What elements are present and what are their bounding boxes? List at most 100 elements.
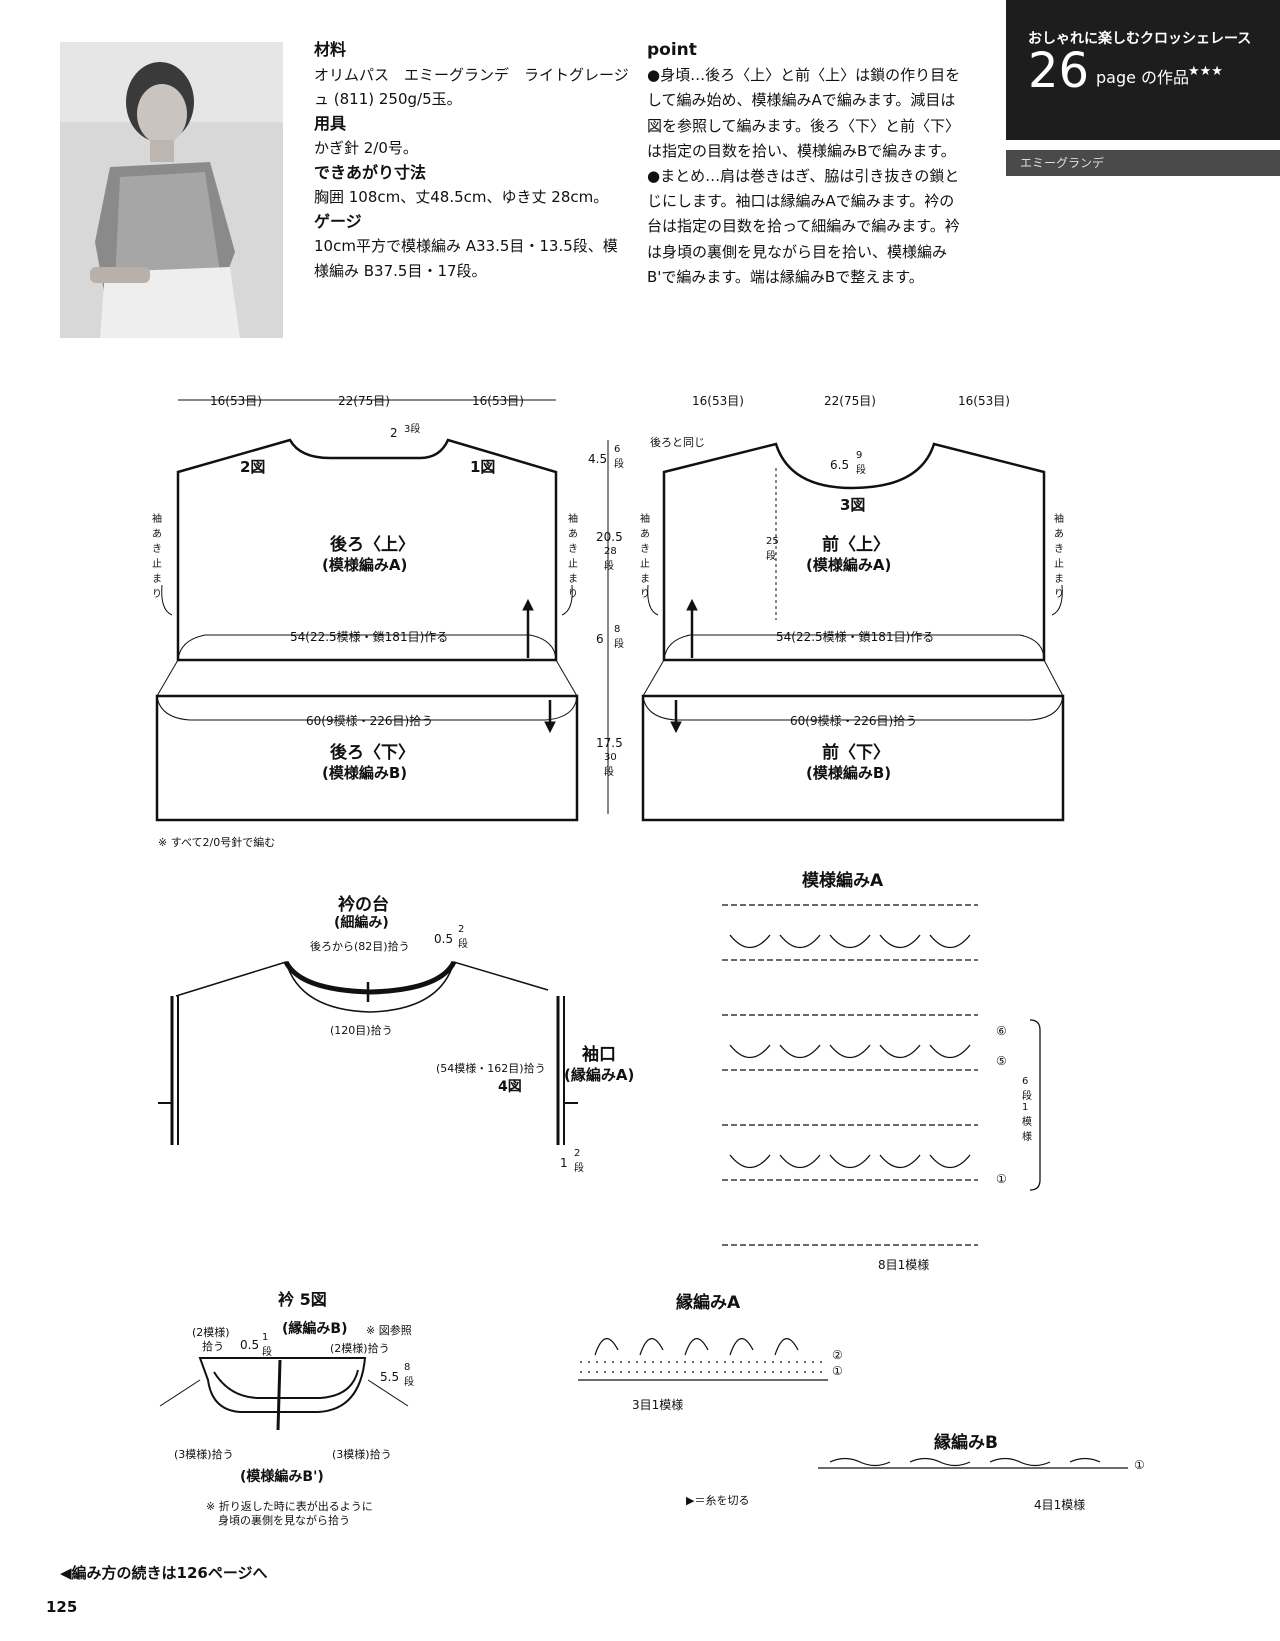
back-arrows <box>526 602 552 728</box>
cuff-fig: 4図 <box>498 1079 522 1095</box>
front-lower-subtitle: (模様編みB) <box>806 764 892 782</box>
front-neck-rows: 9段 <box>856 450 866 476</box>
collar-title: 衿 5図 <box>278 1290 327 1309</box>
collar-l4-rows: 8段 <box>404 1362 414 1388</box>
cuff-subtitle: (縁編みA) <box>564 1066 635 1084</box>
pattern-a-row6: ⑥ <box>996 1024 1007 1038</box>
series-title: おしゃれに楽しむクロッシェレース <box>1028 31 1252 47</box>
dim-2-rows: 28段 <box>604 546 617 572</box>
page-number: 125 <box>46 1598 78 1616</box>
materials-block: 材料 オリムパス エミーグランデ ライトグレージュ (811) 250g/5玉。… <box>314 38 629 283</box>
pattern-a-title: 模様編みA <box>802 871 884 891</box>
back-start: 54(22.5模様・鎖181目)作る <box>290 630 449 644</box>
collar-ref: ※ 図参照 <box>366 1324 412 1337</box>
gauge-title: ゲージ <box>314 211 362 231</box>
point-block: point ●身頃…後ろ〈上〉と前〈上〉は鎖の作り目をして編み始め、模様編みAで… <box>647 38 967 290</box>
size-text: 胸囲 108cm、丈48.5cm、ゆき丈 28cm。 <box>314 188 609 206</box>
back-lower-title: 後ろ〈下〉 <box>330 743 415 763</box>
dim-1-rows: 6段 <box>614 444 624 470</box>
collar-base-from-back: 後ろから(82目)拾う <box>310 940 410 953</box>
pattern-a-chart <box>717 899 1041 1251</box>
pattern-a-row5: ⑤ <box>996 1054 1007 1068</box>
front-lower-pick: 60(9模様・226目)拾う <box>790 714 918 728</box>
collar-base-pick: (120目)拾う <box>330 1024 393 1037</box>
dim-1: 4.5 <box>588 452 608 466</box>
front-lower-outline <box>641 694 1065 822</box>
materials-title: 材料 <box>314 40 347 59</box>
front-lower-title: 前〈下〉 <box>822 743 890 763</box>
pattern-a-repeat: 6段1模様 <box>1022 1076 1032 1143</box>
continued-link[interactable]: ◀編み方の続きは126ページへ <box>60 1564 268 1582</box>
edging-a-chart <box>578 1338 828 1381</box>
front-top-left: 16(53目) <box>692 394 744 408</box>
front-upper-title: 前〈上〉 <box>822 535 890 555</box>
edge-a-title: 縁編みA <box>676 1293 741 1313</box>
edging-b-chart <box>818 1457 1128 1469</box>
front-top-mid: 22(75目) <box>824 394 876 408</box>
point-body-2: ●まとめ…肩は巻きはぎ、脇は引き抜きの鎖とじにします。袖口は縁編みAで編みます。… <box>647 167 960 286</box>
dim-2: 20.5 <box>596 530 623 544</box>
dim-3-rows: 8段 <box>614 624 624 650</box>
tools-text: かぎ針 2/0号。 <box>314 139 418 157</box>
edge-b-repeat: 4目1模様 <box>1034 1498 1086 1512</box>
cuff-pick: (54模様・162目)拾う <box>436 1062 546 1075</box>
collar-base-subtitle: (細編み) <box>334 915 389 931</box>
collar-l4: 5.5 <box>380 1370 400 1384</box>
dim-3: 6 <box>596 632 604 646</box>
edge-a-r1: ① <box>832 1364 843 1378</box>
edge-b-r1: ① <box>1134 1458 1145 1472</box>
back-fig-left: 2図 <box>240 458 266 476</box>
front-depth-rows: 25段 <box>766 536 779 562</box>
brand-name: エミーグランデ <box>1020 156 1105 170</box>
collar-base-title: 衿の台 <box>338 895 389 915</box>
point-body-1: ●身頃…後ろ〈上〉と前〈上〉は鎖の作り目をして編み始め、模様編みAで編みます。減… <box>647 66 961 160</box>
cuff-height: 1 <box>560 1156 568 1170</box>
collar-diagram <box>159 1357 409 1431</box>
back-top-mid: 22(75目) <box>338 394 390 408</box>
front-same-as-back: 後ろと同じ <box>650 436 705 449</box>
front-upper-outline <box>662 442 1046 662</box>
point-title: point <box>647 40 697 60</box>
collar-l5: (3模様)拾う <box>174 1448 234 1461</box>
collar-note-2: 身頃の裏側を見ながら拾う <box>218 1514 350 1527</box>
collar-l6: (3模様)拾う <box>332 1448 392 1461</box>
back-top-left: 16(53目) <box>210 394 262 408</box>
page-label: page の作品 <box>1096 68 1190 87</box>
pattern-a-base: 8目1模様 <box>878 1258 930 1272</box>
back-lower-subtitle: (模様編みB) <box>322 764 408 782</box>
front-fig: 3図 <box>840 496 866 514</box>
front-neck: 6.5 <box>830 458 850 472</box>
back-armhole-left: 袖あき止まり <box>152 514 162 600</box>
front-top-right: 16(53目) <box>958 394 1010 408</box>
dim-4-rows: 30段 <box>604 752 617 778</box>
collar-base-diagram <box>158 960 578 1145</box>
collar-base-height: 0.5 <box>434 932 454 946</box>
front-arrows <box>674 602 694 728</box>
gauge-text: 10cm平方で模様編み A33.5目・13.5段、模様編み B37.5目・17段… <box>314 237 618 280</box>
model-silhouette <box>60 42 283 338</box>
collar-l2: 0.5 <box>240 1338 260 1352</box>
collar-edge-b: (縁編みB) <box>282 1321 348 1337</box>
size-title: できあがり寸法 <box>314 162 427 182</box>
edge-a-r2: ② <box>832 1348 843 1362</box>
collar-l2-rows: 1段 <box>262 1332 272 1358</box>
collar-note-1: ※ 折り返した時に表が出るように <box>206 1500 373 1513</box>
front-upper-subtitle: (模様編みA) <box>806 556 892 574</box>
model-photo <box>60 42 283 338</box>
back-lower-outline <box>155 694 579 822</box>
cuff-title: 袖口 <box>582 1045 616 1065</box>
dim-4: 17.5 <box>596 736 623 750</box>
front-start: 54(22.5模様・鎖181目)作る <box>776 630 935 644</box>
collar-base-height-rows: 2段 <box>458 924 468 950</box>
cuff-height-rows: 2段 <box>574 1148 584 1174</box>
edge-a-repeat: 3目1模様 <box>632 1398 684 1412</box>
edge-b-title: 縁編みB <box>934 1433 998 1453</box>
needle-note: ※ すべて2/0号針で編む <box>158 836 276 849</box>
difficulty-stars: ★★★ <box>1188 64 1223 79</box>
collar-l1b: 拾う <box>202 1340 224 1353</box>
front-armhole-left: 袖あき止まり <box>640 514 650 600</box>
front-armhole-right: 袖あき止まり <box>1054 514 1064 600</box>
back-armhole-right: 袖あき止まり <box>568 514 578 600</box>
pattern-header: おしゃれに楽しむクロッシェレース 26 page の作品 ★★★ <box>1006 0 1280 140</box>
